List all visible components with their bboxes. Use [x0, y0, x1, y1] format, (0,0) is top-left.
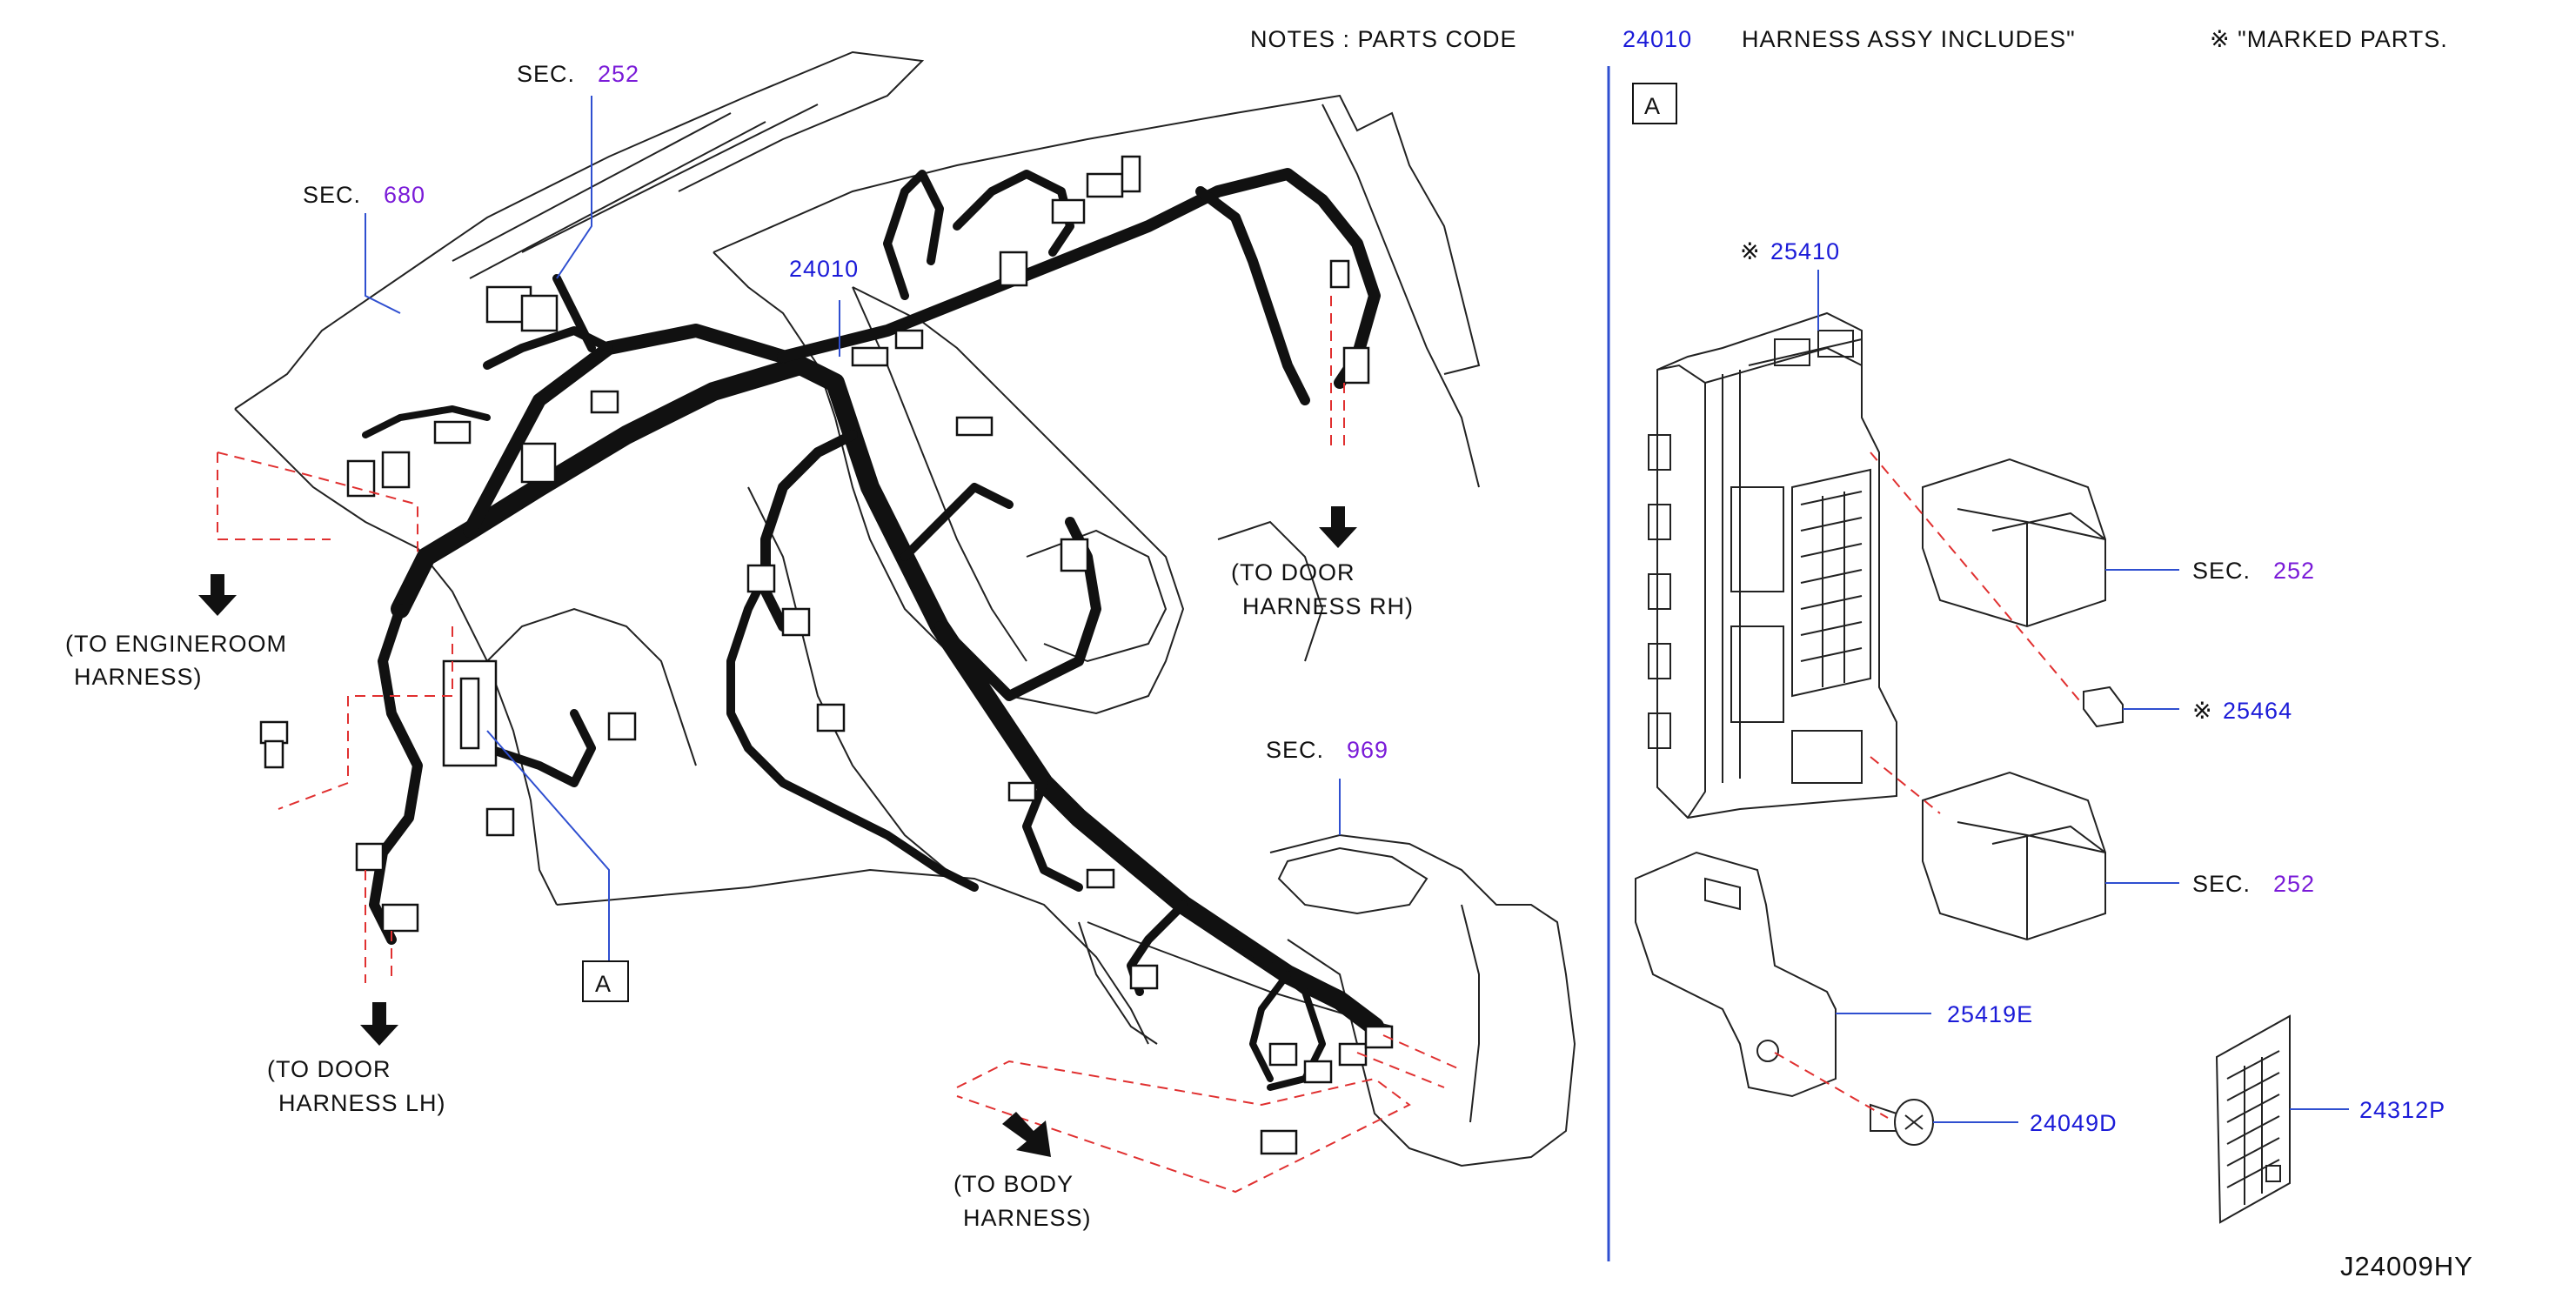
- detail-dashes: [1774, 452, 2080, 1119]
- svg-text:25464: 25464: [2223, 698, 2292, 724]
- svg-text:(TO DOOR: (TO DOOR: [267, 1056, 391, 1082]
- svg-text:SEC.: SEC.: [517, 61, 575, 87]
- callout-sec-969[interactable]: SEC. 969: [1266, 737, 1388, 763]
- callout-sec-252-relay-2[interactable]: SEC. 252: [2192, 871, 2315, 897]
- svg-text:A: A: [1644, 93, 1661, 119]
- bolt-icon: [259, 720, 289, 769]
- svg-text:252: 252: [598, 61, 639, 87]
- callout-25410[interactable]: ※ 25410: [1740, 238, 1840, 264]
- svg-text:252: 252: [2273, 871, 2315, 897]
- bracket-25419e: [1635, 851, 1837, 1098]
- svg-text:SEC.: SEC.: [1266, 737, 1324, 763]
- svg-text:(TO BODY: (TO BODY: [953, 1171, 1074, 1197]
- callout-sec-252-top[interactable]: SEC. 252: [517, 61, 639, 87]
- diagram-code: J24009HY: [2340, 1251, 2473, 1281]
- svg-text:HARNESS): HARNESS): [963, 1205, 1092, 1231]
- detail-tag-a-left[interactable]: A: [582, 960, 629, 1002]
- screw-24049d-icon: [1870, 1099, 1934, 1146]
- svg-text:※: ※: [1740, 238, 1761, 264]
- svg-text:HARNESS RH): HARNESS RH): [1242, 593, 1414, 619]
- svg-text:SEC.: SEC.: [2192, 558, 2251, 584]
- svg-text:252: 252: [2273, 558, 2315, 584]
- dest-door-rh: (TO DOOR HARNESS RH): [1231, 559, 1414, 619]
- relay-upper: [1922, 458, 2106, 628]
- svg-text:A: A: [595, 971, 612, 997]
- instrument-panel-outline: [234, 50, 1576, 1167]
- notes-parts-code[interactable]: 24010: [1623, 26, 1692, 52]
- svg-text:SEC.: SEC.: [2192, 871, 2251, 897]
- svg-text:SEC.: SEC.: [303, 182, 361, 208]
- dest-engineroom: (TO ENGINEROOM HARNESS): [65, 631, 287, 690]
- notes-marked-parts: ※ "MARKED PARTS.: [2210, 26, 2448, 52]
- arrow-door-rh-icon: [1319, 506, 1357, 548]
- fuse-25464-icon: [2083, 686, 2124, 728]
- relay-lower: [1922, 771, 2106, 941]
- dest-door-lh: (TO DOOR HARNESS LH): [267, 1056, 446, 1116]
- notes-line: NOTES : PARTS CODE 24010 HARNESS ASSY IN…: [1250, 26, 2448, 52]
- svg-text:(TO ENGINEROOM: (TO ENGINEROOM: [65, 631, 287, 657]
- callout-sec-680[interactable]: SEC. 680: [303, 182, 425, 208]
- svg-text:(TO DOOR: (TO DOOR: [1231, 559, 1355, 585]
- arrow-door-lh-icon: [360, 1002, 398, 1046]
- right-leaders: [1817, 270, 2349, 1123]
- svg-text:25410: 25410: [1770, 238, 1840, 264]
- fuse-block: [1648, 311, 1897, 819]
- arrow-body-icon: [1002, 1112, 1051, 1157]
- svg-text:HARNESS): HARNESS): [74, 664, 203, 690]
- svg-text:969: 969: [1347, 737, 1388, 763]
- routing-dashes: [217, 296, 1462, 1194]
- dest-body: (TO BODY HARNESS): [953, 1171, 1092, 1231]
- notes-label: NOTES : PARTS CODE: [1250, 26, 1517, 52]
- harness-connectors: [346, 155, 1394, 1155]
- callout-25464[interactable]: ※ 25464: [2192, 698, 2292, 724]
- svg-text:680: 680: [384, 182, 425, 208]
- callout-25419e[interactable]: 25419E: [1947, 1001, 2033, 1027]
- detail-tag-a-right: A: [1632, 83, 1677, 124]
- notes-harness-includes: HARNESS ASSY INCLUDES": [1742, 26, 2076, 52]
- svg-text:HARNESS LH): HARNESS LH): [278, 1090, 446, 1116]
- callout-sec-252-relay-1[interactable]: SEC. 252: [2192, 558, 2315, 584]
- callout-24010[interactable]: 24010: [789, 256, 859, 282]
- label-sheet-24312p: [2215, 1014, 2291, 1224]
- svg-text:※: ※: [2192, 698, 2213, 724]
- callout-24312p[interactable]: 24312P: [2359, 1097, 2446, 1123]
- arrow-engineroom-icon: [198, 574, 237, 616]
- left-leaders: [365, 96, 1341, 961]
- callout-24049d[interactable]: 24049D: [2030, 1110, 2118, 1136]
- main-wire-harness: [362, 168, 1384, 1091]
